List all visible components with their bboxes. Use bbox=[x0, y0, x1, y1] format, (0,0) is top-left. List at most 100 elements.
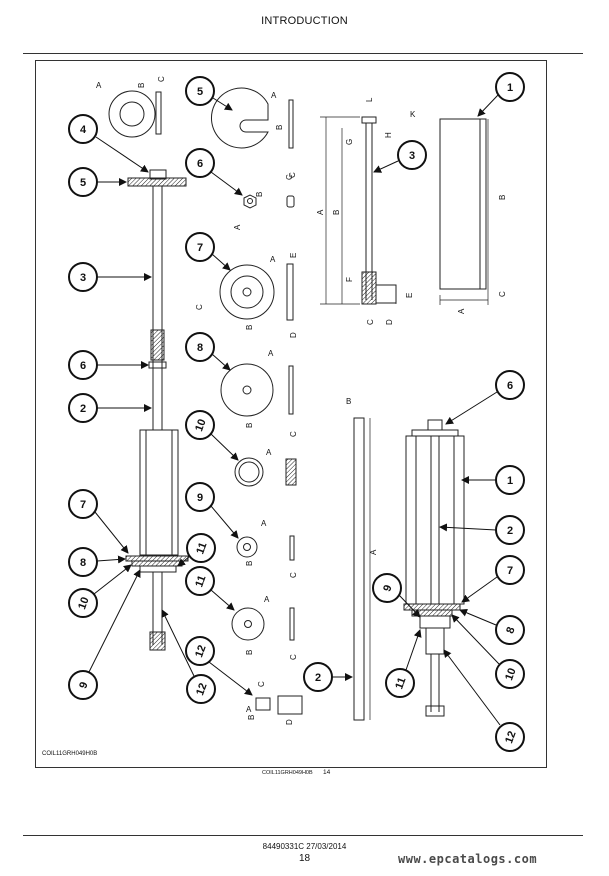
callout-mid-9: 9 bbox=[185, 482, 239, 539]
svg-text:B: B bbox=[137, 83, 146, 88]
figure-reference-label: COIL11GRH049H0B bbox=[262, 770, 313, 776]
svg-text:5: 5 bbox=[80, 177, 86, 189]
right-bottom-callouts: 6 1 2 7 8 10 9 11 12 2 bbox=[303, 370, 525, 752]
assy-top-nut bbox=[427, 419, 443, 431]
svg-text:A: A bbox=[316, 209, 325, 215]
slotted-disc-5 bbox=[211, 87, 269, 149]
svg-text:8: 8 bbox=[80, 557, 86, 569]
svg-text:9: 9 bbox=[77, 680, 90, 690]
svg-text:B: B bbox=[498, 195, 507, 200]
svg-text:D: D bbox=[289, 332, 298, 338]
svg-text:B: B bbox=[247, 715, 256, 720]
svg-text:C: C bbox=[289, 572, 298, 578]
svg-text:B: B bbox=[245, 325, 254, 330]
svg-text:C: C bbox=[288, 172, 297, 178]
disc-8-hole bbox=[242, 385, 252, 395]
callout-11: 11 bbox=[177, 533, 216, 567]
callout-mid-6: 6 bbox=[185, 148, 243, 196]
disc-7-side bbox=[286, 263, 294, 321]
callout-rb-7: 7 bbox=[461, 555, 525, 603]
svg-text:A: A bbox=[268, 349, 274, 358]
svg-text:B: B bbox=[255, 192, 264, 197]
footer-rule bbox=[23, 835, 583, 836]
svg-text:A: A bbox=[264, 595, 270, 604]
svg-text:8: 8 bbox=[504, 625, 517, 635]
svg-text:C: C bbox=[498, 291, 507, 297]
disc-11-side bbox=[289, 607, 295, 641]
callout-3: 3 bbox=[68, 262, 152, 292]
disc-8-side bbox=[288, 365, 294, 415]
rod-thread bbox=[150, 329, 165, 361]
svg-text:2: 2 bbox=[315, 672, 321, 684]
callout-rb-2: 2 bbox=[439, 515, 525, 545]
lower-nut-12 bbox=[149, 631, 166, 651]
watermark-text: www.epcatalogs.com bbox=[398, 852, 538, 866]
left-assembly bbox=[108, 90, 189, 651]
svg-text:11: 11 bbox=[193, 574, 208, 589]
svg-text:12: 12 bbox=[503, 730, 518, 746]
assy-bearing-9 bbox=[419, 615, 451, 629]
svg-text:4: 4 bbox=[80, 124, 87, 136]
callout-rb-10: 10 bbox=[451, 614, 525, 689]
svg-text:A: A bbox=[270, 255, 276, 264]
disc-11-hole bbox=[244, 620, 252, 628]
disc-7-outer bbox=[219, 264, 275, 320]
bearing-9 bbox=[139, 565, 177, 573]
right-bottom-drawings bbox=[353, 417, 465, 721]
washer-4-letters: A B C bbox=[96, 76, 166, 90]
washer-4-outer bbox=[108, 90, 156, 138]
assy-sleeve-11 bbox=[425, 627, 445, 655]
svg-text:11: 11 bbox=[194, 541, 209, 556]
svg-text:B: B bbox=[245, 561, 254, 566]
callout-8: 8 bbox=[68, 547, 126, 577]
callout-4: 4 bbox=[68, 114, 149, 173]
callout-mid-10: 10 bbox=[185, 410, 239, 461]
svg-text:12: 12 bbox=[193, 644, 208, 660]
svg-text:B: B bbox=[245, 423, 254, 428]
document-id: 84490331C 27/03/2014 bbox=[262, 842, 347, 851]
disc-9-side bbox=[289, 535, 295, 561]
svg-text:9: 9 bbox=[381, 583, 394, 593]
sleeve-body bbox=[139, 429, 179, 556]
svg-text:A: A bbox=[261, 519, 267, 528]
callout-rb-11: 11 bbox=[385, 629, 422, 698]
callout-rb-2b: 2 bbox=[303, 662, 353, 692]
right-top-callouts: 3 1 bbox=[373, 72, 525, 173]
svg-text:2: 2 bbox=[507, 525, 513, 537]
svg-text:A: A bbox=[233, 224, 242, 230]
rod-foot bbox=[375, 284, 397, 304]
svg-text:2: 2 bbox=[80, 403, 86, 415]
figure-reference-number: 14 bbox=[323, 769, 331, 776]
svg-text:3: 3 bbox=[80, 272, 86, 284]
callout-9: 9 bbox=[68, 569, 141, 700]
svg-text:D: D bbox=[285, 719, 294, 725]
svg-text:C: C bbox=[285, 174, 294, 180]
svg-text:9: 9 bbox=[197, 492, 203, 504]
ring-10-outer bbox=[234, 457, 264, 487]
svg-text:10: 10 bbox=[503, 667, 518, 683]
middle-parts bbox=[211, 87, 303, 715]
callout-10: 10 bbox=[68, 564, 132, 618]
svg-text:1: 1 bbox=[507, 475, 513, 487]
middle-callouts: 5 6 7 8 10 9 11 12 bbox=[185, 76, 253, 696]
svg-text:B: B bbox=[275, 125, 284, 130]
svg-text:1: 1 bbox=[507, 82, 513, 94]
block-12-side bbox=[277, 695, 303, 715]
disc-9-outer bbox=[236, 536, 258, 558]
svg-text:10: 10 bbox=[193, 418, 208, 434]
plate-5-head bbox=[149, 169, 167, 180]
rod-head bbox=[361, 116, 377, 124]
disc-7-hole bbox=[242, 287, 252, 297]
svg-text:K: K bbox=[410, 110, 416, 119]
svg-text:C: C bbox=[157, 76, 166, 82]
left-callouts: 4 5 3 6 2 7 8 10 9 12 bbox=[68, 114, 216, 704]
page-header-title: INTRODUCTION bbox=[261, 15, 348, 27]
rod-bottom bbox=[361, 271, 377, 305]
svg-text:A: A bbox=[271, 91, 277, 100]
callout-mid-8: 8 bbox=[185, 332, 231, 371]
figure-frame bbox=[35, 60, 547, 768]
callout-rb-6: 6 bbox=[445, 370, 525, 425]
svg-text:6: 6 bbox=[197, 158, 203, 170]
nut-6-side bbox=[286, 195, 295, 208]
